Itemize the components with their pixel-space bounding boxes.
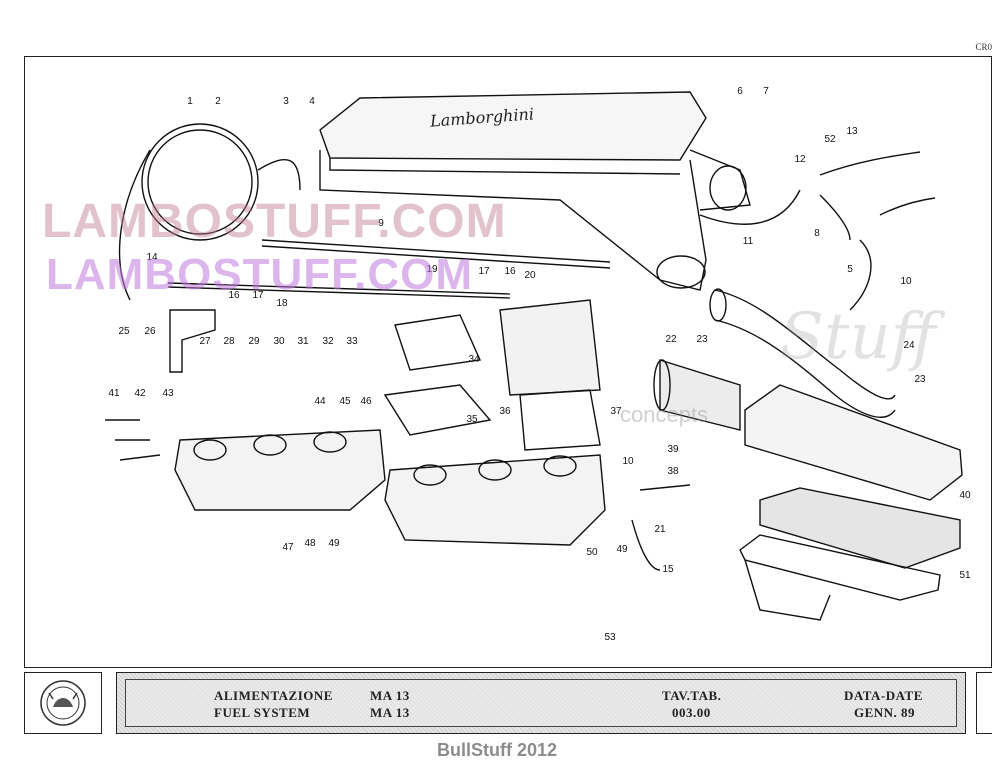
callout-30: 30 <box>273 336 285 347</box>
watermark-tagline: concepts <box>620 402 709 427</box>
footer-credit: BullStuff 2012 <box>436 740 558 760</box>
callout-12: 12 <box>794 154 806 165</box>
air-plenum-cover <box>319 91 751 291</box>
diagram-frame <box>24 56 992 668</box>
callout-49: 49 <box>328 538 340 549</box>
callout-9: 9 <box>378 218 384 229</box>
callout-8: 8 <box>814 228 820 239</box>
callout-37: 37 <box>610 406 622 417</box>
watermark-script: Stuff <box>780 300 937 374</box>
callout-2: 2 <box>215 96 221 107</box>
section-english: FUEL SYSTEM <box>214 705 311 720</box>
callout-25: 25 <box>118 326 130 337</box>
callout-15: 15 <box>662 564 674 575</box>
callout-20: 20 <box>524 270 536 281</box>
title-table: ALIMENTAZIONE FUEL SYSTEM MA 13 MA 13 TA… <box>116 672 966 734</box>
callout-18: 18 <box>276 298 288 309</box>
callout-40: 40 <box>959 490 971 501</box>
title-block: ALIMENTAZIONE FUEL SYSTEM MA 13 MA 13 TA… <box>24 672 992 736</box>
table-label: TAV.TAB. <box>662 688 722 703</box>
callout-3: 3 <box>283 96 289 107</box>
callout-10: 10 <box>622 456 634 467</box>
logo-box <box>24 672 102 734</box>
callout-1: 1 <box>187 96 193 107</box>
watermark-primary: LAMBOSTUFF.COM <box>42 195 507 248</box>
callout-43: 43 <box>162 388 174 399</box>
callout-5: 5 <box>847 264 853 275</box>
callout-21: 21 <box>654 524 666 535</box>
model-line-2: MA 13 <box>370 705 410 720</box>
intake-manifold-left <box>174 429 386 511</box>
callout-31: 31 <box>297 336 309 347</box>
bull-crest-icon <box>40 680 86 726</box>
fuel-hose-short <box>639 484 691 491</box>
callout-19: 19 <box>426 264 438 275</box>
callout-28: 28 <box>223 336 235 347</box>
callout-45: 45 <box>339 396 351 407</box>
callout-16: 16 <box>504 266 516 277</box>
table-number: 003.00 <box>672 705 711 720</box>
callout-34: 34 <box>468 354 480 365</box>
callout-27: 27 <box>199 336 211 347</box>
callout-29: 29 <box>248 336 260 347</box>
air-filter-box <box>739 384 963 621</box>
callout-22: 22 <box>665 334 677 345</box>
callout-49: 49 <box>616 544 628 555</box>
callout-23: 23 <box>914 374 926 385</box>
vacuum-hoses <box>699 151 936 311</box>
callout-13: 13 <box>846 126 858 137</box>
callout-41: 41 <box>108 388 120 399</box>
title-table-inner: ALIMENTAZIONE FUEL SYSTEM MA 13 MA 13 TA… <box>125 679 957 727</box>
callout-38: 38 <box>667 466 679 477</box>
throttle-cable-coil <box>118 123 301 301</box>
watermark-secondary: LAMBOSTUFF.COM <box>46 250 474 299</box>
callout-16: 16 <box>228 290 240 301</box>
callout-51: 51 <box>959 570 971 581</box>
callout-14: 14 <box>146 252 158 263</box>
linkage-rod <box>167 282 511 373</box>
callout-23: 23 <box>696 334 708 345</box>
title-block-stub <box>976 672 992 734</box>
callout-52: 52 <box>824 134 836 145</box>
callout-46: 46 <box>360 396 372 407</box>
callout-26: 26 <box>144 326 156 337</box>
callout-17: 17 <box>252 290 264 301</box>
callout-39: 39 <box>667 444 679 455</box>
callout-48: 48 <box>304 538 316 549</box>
callout-7: 7 <box>763 86 769 97</box>
bolt-set-left <box>105 419 161 461</box>
intake-sleeve <box>653 359 741 431</box>
sheet-code: CR0 <box>975 42 992 52</box>
callout-4: 4 <box>309 96 315 107</box>
intake-manifold-right <box>384 454 606 546</box>
callout-44: 44 <box>314 396 326 407</box>
callout-53: 53 <box>604 632 616 643</box>
callout-24: 24 <box>903 340 915 351</box>
section-italian: ALIMENTAZIONE <box>214 688 333 703</box>
callout-35: 35 <box>466 414 478 425</box>
date-label: DATA-DATE <box>844 688 923 703</box>
corrugated-hose <box>709 288 896 418</box>
callout-33: 33 <box>346 336 358 347</box>
clip-chain <box>261 239 611 269</box>
callout-32: 32 <box>322 336 334 347</box>
callout-11: 11 <box>743 236 754 247</box>
carburettor-group <box>383 299 601 451</box>
fuel-hose <box>631 519 661 571</box>
callout-47: 47 <box>282 542 294 553</box>
date-value: GENN. 89 <box>854 705 916 720</box>
model-line-1: MA 13 <box>370 688 410 703</box>
callout-17: 17 <box>478 266 490 277</box>
callout-36: 36 <box>499 406 511 417</box>
callout-50: 50 <box>586 547 598 558</box>
callout-42: 42 <box>134 388 146 399</box>
callout-6: 6 <box>737 86 743 97</box>
callout-10: 10 <box>900 276 912 287</box>
